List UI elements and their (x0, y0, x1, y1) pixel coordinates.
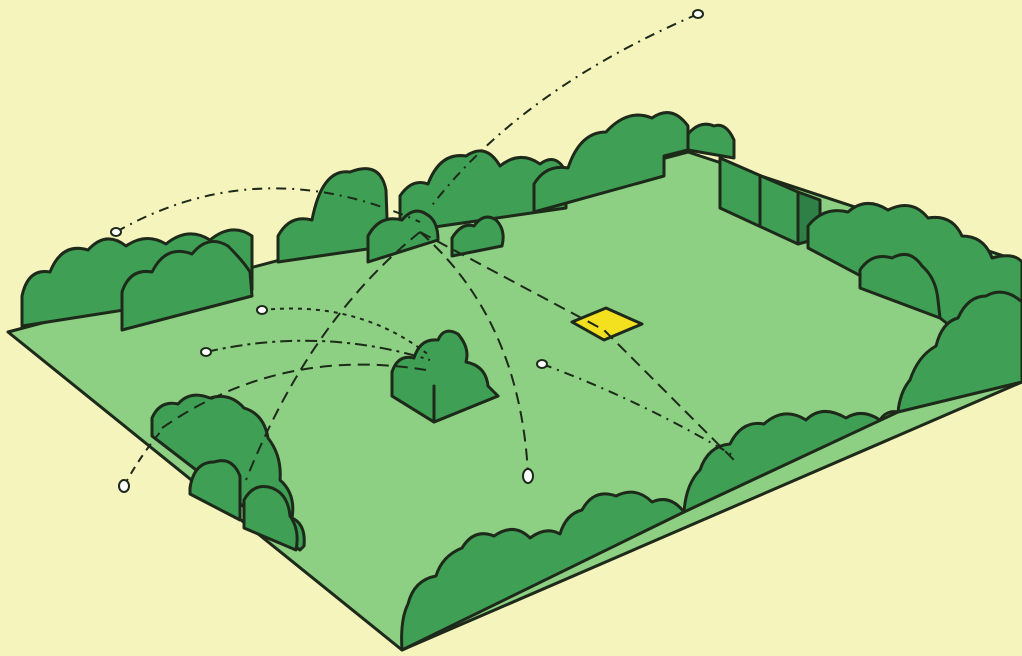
ball (119, 480, 129, 492)
ball (257, 306, 267, 314)
ball (523, 469, 533, 483)
ball (111, 228, 121, 236)
ball (201, 348, 211, 356)
ball (693, 10, 703, 18)
ball (537, 360, 547, 368)
